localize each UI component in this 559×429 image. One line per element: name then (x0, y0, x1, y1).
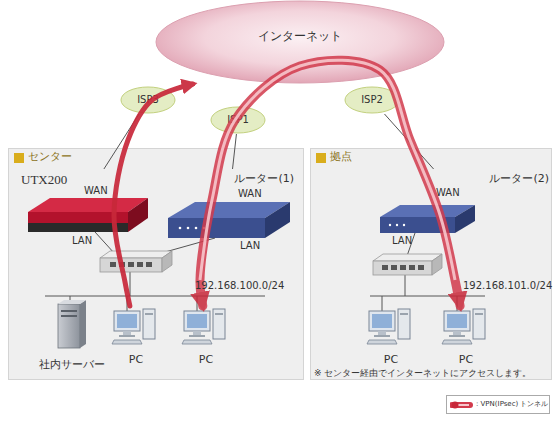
internet-cloud: インターネット (155, 0, 445, 84)
server-machine: 社内サーバー (36, 301, 108, 371)
connector-group (384, 114, 433, 169)
pc-terminal: PC (441, 306, 491, 366)
isp-ellipse: ISP2 (344, 86, 400, 114)
node-label: ISP1 (210, 114, 266, 125)
isp-ellipse: ISP1 (210, 106, 266, 134)
header-marker (316, 153, 326, 163)
subnet-label: 192.168.100.0/24 (195, 281, 284, 291)
isp-ellipse: ISP3 (120, 86, 176, 114)
legend-label: : VPN(IPsec) トンネル (476, 401, 548, 408)
site-region: UTX200ルーター(1)PCPC社内サーバーセンター (8, 148, 304, 380)
legend-box: : VPN(IPsec) トンネル (446, 395, 550, 414)
port-label: WAN (238, 189, 262, 199)
connector-group (114, 84, 193, 306)
node-label: ISP3 (120, 94, 176, 105)
wan-line (233, 134, 237, 169)
connector-group (233, 134, 237, 169)
node-label: PC (429, 354, 503, 366)
pc-terminal: PC (111, 306, 161, 366)
node-label: PC (99, 354, 173, 366)
node-label: PC (169, 354, 243, 366)
connector-group (200, 60, 460, 306)
connector-group (104, 114, 139, 169)
wan-line (104, 114, 139, 169)
node-label: インターネット (155, 30, 445, 43)
node-label: センター (28, 151, 72, 163)
port-label: WAN (84, 186, 108, 196)
tunnel-swatch (450, 400, 474, 410)
wan-line (384, 114, 433, 169)
site-region: ルーター(2)PCPC拠点 (310, 148, 552, 380)
pc-terminal: PC (181, 306, 231, 366)
router-device: ルーター(1) (161, 169, 296, 241)
port-label: WAN (436, 188, 460, 198)
port-label: LAN (72, 236, 92, 246)
note-text: ※ センター経由でインターネットにアクセスします。 (314, 369, 531, 378)
port-label: LAN (240, 241, 260, 251)
node-label: PC (354, 354, 428, 366)
node-label: ISP2 (344, 94, 400, 105)
node-label: 拠点 (330, 151, 352, 163)
tunnel-highlight (200, 60, 455, 280)
node-label: 社内サーバー (24, 359, 120, 371)
port-label: LAN (392, 236, 412, 246)
subnet-label: 192.168.101.0/24 (463, 281, 552, 291)
pc-terminal: PC (366, 306, 416, 366)
node-label: ルーター(2) (489, 173, 549, 185)
utm-device: UTX200 (19, 169, 146, 236)
node-label: UTX200 (21, 173, 67, 187)
vpn-tunnel (200, 60, 460, 306)
traffic-arrow (114, 84, 193, 306)
router-device: ルーター(2) (376, 169, 551, 236)
header-marker (14, 153, 24, 163)
node-label: ルーター(1) (234, 173, 294, 185)
